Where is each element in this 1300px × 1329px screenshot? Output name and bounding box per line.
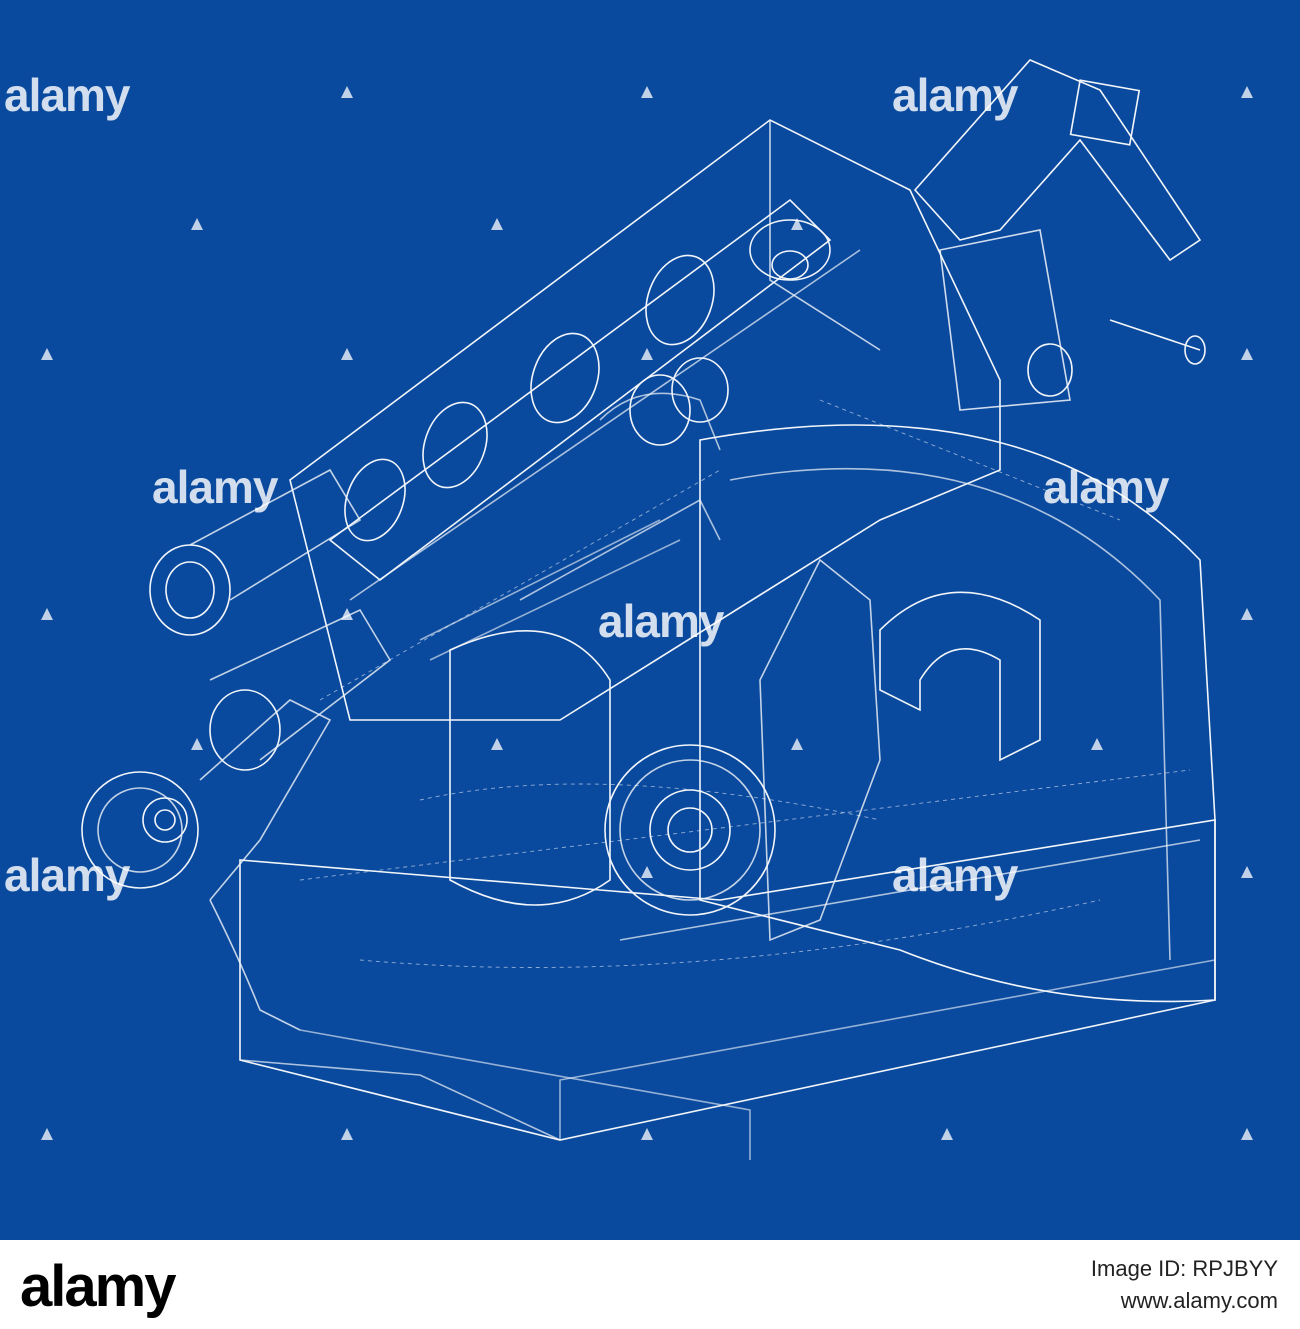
cylinder-port-4: [645, 254, 715, 346]
cylinder-port-2: [422, 401, 488, 489]
cylinder-port-1: [344, 458, 406, 542]
oil-pan-outline: [239, 819, 1216, 1141]
coil-pack-assembly: [913, 59, 1202, 262]
watermark-text: alamy: [892, 69, 1018, 121]
watermark-text: alamy: [1043, 461, 1169, 513]
crank-pulley: [604, 744, 776, 916]
stock-footer-bar: alamy Image ID: RPJBYY www.alamy.com: [0, 1240, 1300, 1329]
engine-wireframe-image: alamy alamy alamy alamy alamy alamy alam…: [0, 0, 1300, 1240]
watermark-text: alamy: [892, 849, 1018, 901]
engine-wireframe-drawing: [81, 59, 1216, 1160]
image-id-label: Image ID: RPJBYY: [1090, 1256, 1278, 1281]
watermark-text: alamy: [4, 849, 130, 901]
footer-brand-logo[interactable]: alamy: [20, 1254, 176, 1319]
cylinder-port-3: [530, 332, 600, 424]
engine-block-outline: [289, 119, 1001, 721]
watermark-text: alamy: [598, 595, 724, 647]
idler-pulley-upper: [149, 544, 231, 636]
watermark-text: alamy: [152, 461, 278, 513]
alternator: [81, 771, 199, 889]
watermark-text: alamy: [4, 69, 130, 121]
footer-url-link[interactable]: www.alamy.com: [1120, 1288, 1278, 1313]
flywheel-housing: [699, 424, 1216, 1003]
